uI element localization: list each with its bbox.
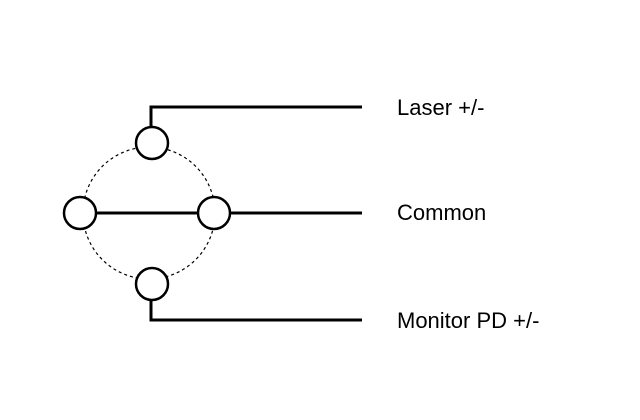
- left-pin-icon: [62, 195, 98, 231]
- laser-label: Laser +/-: [397, 95, 484, 120]
- common-pin-icon: [196, 195, 232, 231]
- laser-pin-icon: [134, 125, 170, 161]
- monitor-pin-icon: [134, 266, 170, 302]
- monitor-label: Monitor PD +/-: [397, 308, 539, 333]
- monitor-lead-wire: [149, 300, 362, 322]
- common-label: Common: [397, 200, 486, 225]
- laser-lead-wire: [149, 105, 362, 129]
